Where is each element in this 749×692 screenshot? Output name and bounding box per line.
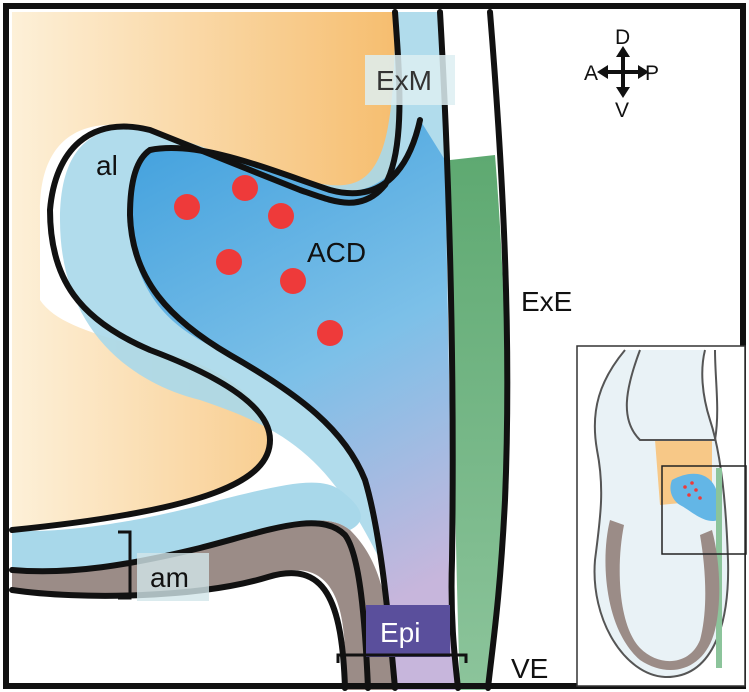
compass-ventral: V xyxy=(615,99,629,122)
ve-label: VE xyxy=(511,653,548,684)
red-cell xyxy=(174,194,200,220)
red-cell xyxy=(268,203,294,229)
am-label: am xyxy=(150,562,189,593)
red-cell xyxy=(232,175,258,201)
compass-anterior: A xyxy=(584,62,598,85)
acd-label: ACD xyxy=(307,237,366,268)
compass-dorsal: D xyxy=(615,26,630,49)
epi-label: Epi xyxy=(380,617,420,648)
red-cell xyxy=(216,249,242,275)
red-cell xyxy=(280,268,306,294)
al-label: al xyxy=(96,150,118,181)
inset-overview xyxy=(577,346,746,686)
exm-label: ExM xyxy=(376,65,432,96)
red-cell xyxy=(317,320,343,346)
compass-posterior: P xyxy=(645,62,659,85)
exe-label: ExE xyxy=(521,286,572,317)
